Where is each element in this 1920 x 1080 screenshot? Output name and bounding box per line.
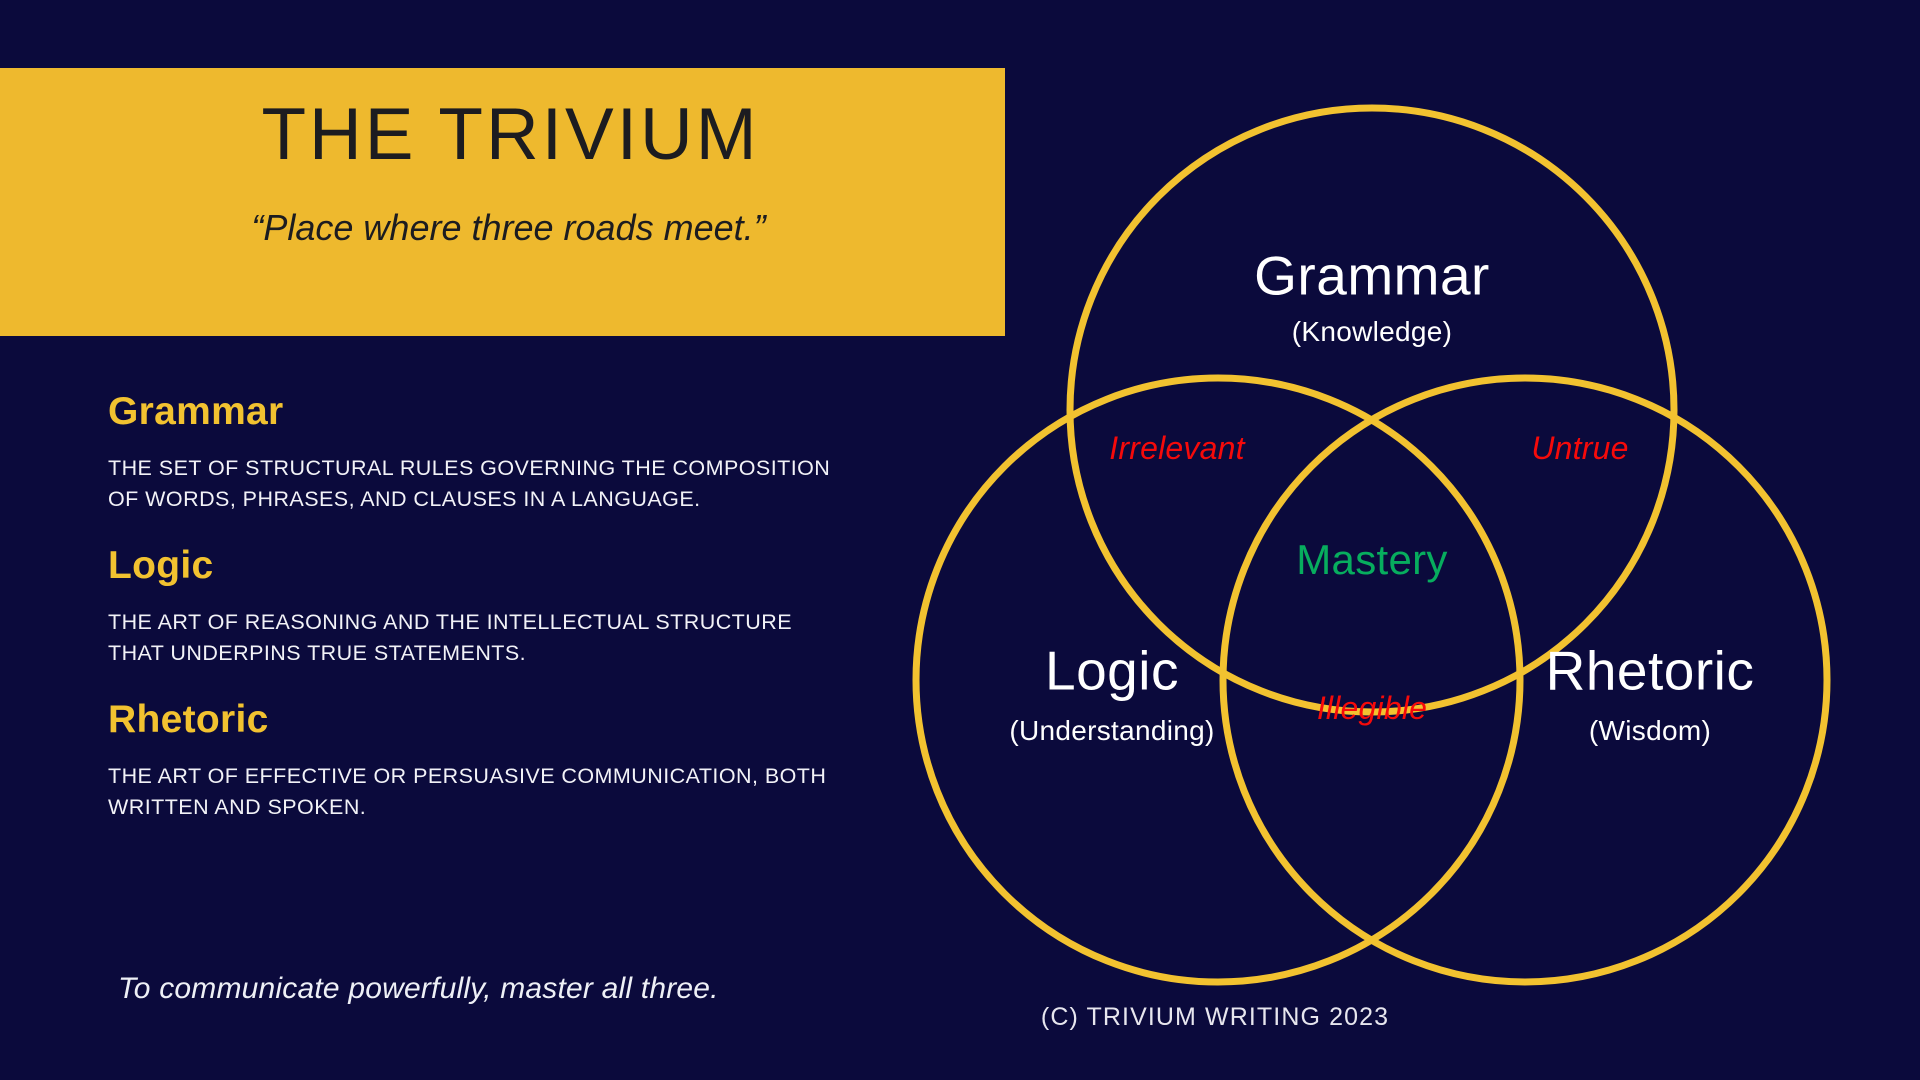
venn-diagram: Grammar (Knowledge) Logic (Understanding…	[880, 70, 1920, 1010]
closing-tagline: To communicate powerfully, master all th…	[118, 972, 719, 1005]
venn-sublabel-logic: (Understanding)	[1009, 715, 1215, 746]
definition-body: The set of structural rules governing th…	[108, 456, 831, 511]
venn-label-rhetoric: Rhetoric	[1545, 639, 1755, 702]
venn-circle-logic	[912, 374, 1524, 986]
venn-overlap-illegible: Illegible	[1316, 690, 1428, 726]
copyright-credit: (C) Trivium Writing 2023	[1040, 1003, 1390, 1031]
page-subtitle: “Place where three roads meet.”	[251, 206, 766, 248]
definition-item-rhetoric: Rhetoric The art of effective or persuas…	[108, 700, 868, 822]
venn-sublabel-grammar: (Knowledge)	[1291, 316, 1453, 347]
venn-label-logic: Logic	[1045, 639, 1179, 702]
venn-overlap-untrue: Untrue	[1531, 430, 1629, 466]
definition-term: Grammar	[108, 390, 284, 433]
venn-circles-svg	[912, 104, 1831, 986]
venn-overlap-irrelevant: Irrelevant	[1109, 430, 1245, 466]
definition-item-logic: Logic The art of reasoning and the intel…	[108, 546, 868, 668]
venn-label-grammar: Grammar	[1254, 244, 1490, 307]
definition-body: The art of effective or persuasive commu…	[108, 764, 827, 819]
venn-circle-rhetoric	[1219, 374, 1831, 986]
venn-sublabel-rhetoric: (Wisdom)	[1588, 715, 1712, 746]
venn-circle-grammar	[1066, 104, 1678, 716]
definition-list: Grammar The set of structural rules gove…	[108, 392, 868, 822]
definition-term: Rhetoric	[108, 698, 269, 742]
definition-term: Logic	[108, 544, 214, 588]
definition-item-grammar: Grammar The set of structural rules gove…	[108, 392, 868, 514]
venn-overlap-mastery: Mastery	[1296, 536, 1448, 583]
page-title: THE TRIVIUM	[261, 94, 760, 175]
title-banner: THE TRIVIUM “Place where three roads mee…	[0, 68, 1005, 336]
definition-body: The art of reasoning and the intellectua…	[108, 610, 792, 665]
